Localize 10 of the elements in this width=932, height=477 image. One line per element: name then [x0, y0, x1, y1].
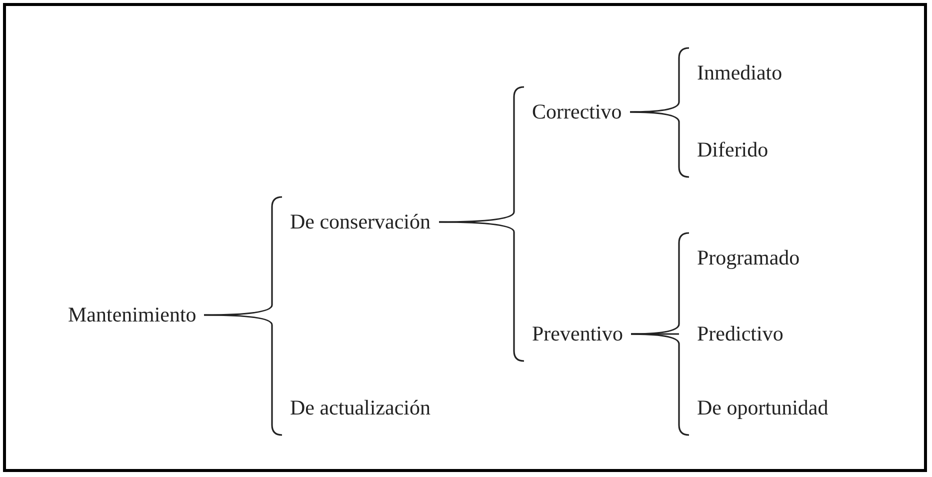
category-label: De oportunidad [697, 395, 828, 421]
category-label: De actualización [290, 395, 430, 421]
category-label: De conservación [290, 209, 431, 235]
category-label: Programado [697, 245, 800, 271]
category-label: Mantenimiento [68, 302, 196, 328]
category-label: Preventivo [532, 321, 623, 347]
category-label: Predictivo [697, 321, 784, 347]
category-label: Diferido [697, 137, 768, 163]
category-label: Inmediato [697, 60, 782, 86]
category-label: Correctivo [532, 99, 622, 125]
